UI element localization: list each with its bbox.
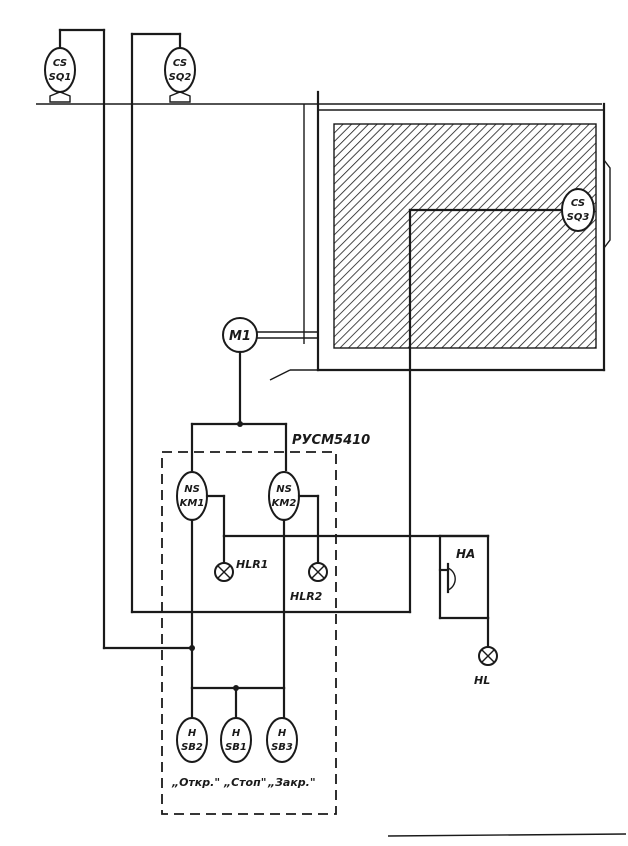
wire-button-bus <box>190 685 286 720</box>
contactor-km1: NS KM1 <box>176 471 208 690</box>
button-sb2-bottom: SB2 <box>181 742 203 753</box>
button-sb1: H SB1 „Стоп" <box>220 717 266 789</box>
sensor-sq1: CS SQ1 <box>44 28 106 650</box>
sensor-sq2-top: CS <box>173 58 187 69</box>
wire-lamp-bus <box>205 494 490 648</box>
sensor-sq1-bottom: SQ1 <box>49 72 72 83</box>
contactor-km2: NS KM2 <box>268 471 300 690</box>
contactor-km1-bottom: KM1 <box>180 498 205 509</box>
lamp-hl-label: HL <box>474 674 490 687</box>
sensor-sq2: CS SQ2 <box>130 32 196 614</box>
controller-box: РУСМ5410 <box>161 433 370 815</box>
motor-m1-label: M1 <box>229 329 251 344</box>
contactor-km2-bottom: KM2 <box>272 498 297 509</box>
button-sb3: H SB3 „Закр." <box>266 717 316 789</box>
sensor-sq3: CS SQ3 <box>408 188 595 614</box>
gate-body <box>269 90 611 381</box>
sensor-sq3-top: CS <box>571 198 585 209</box>
wire-motor-split <box>190 421 288 472</box>
contactor-km1-top: NS <box>184 484 200 495</box>
lamp-hl: HL <box>474 646 498 687</box>
button-sb2-top: H <box>188 728 197 739</box>
controller-label: РУСМ5410 <box>292 433 370 448</box>
button-sb3-bottom: SB3 <box>271 742 293 753</box>
button-sb3-top: H <box>278 728 287 739</box>
bell-ha-label: HA <box>456 547 475 561</box>
lamp-hlr2: HLR2 <box>290 562 328 603</box>
motor-m1: M1 <box>222 317 318 426</box>
bell-ha: HA <box>438 547 475 594</box>
lamp-hlr1-label: HLR1 <box>236 558 268 571</box>
gate-hatched-panel <box>334 124 596 348</box>
button-sb2-caption: „Откр." <box>171 776 220 789</box>
lamp-hlr1: HLR1 <box>214 558 268 582</box>
lamp-hlr2-label: HLR2 <box>290 590 323 603</box>
page-edge-line <box>387 833 627 837</box>
button-sb2: H SB2 „Откр." <box>171 717 220 789</box>
contactor-km2-top: NS <box>276 484 292 495</box>
button-sb1-caption: „Стоп" <box>223 776 266 789</box>
sensor-sq3-bottom: SQ3 <box>567 212 590 223</box>
sensor-sq1-top: CS <box>53 58 67 69</box>
sensor-sq2-bottom: SQ2 <box>169 72 192 83</box>
wire-bus-sq <box>102 610 412 651</box>
button-sb1-bottom: SB1 <box>225 742 247 753</box>
button-sb1-top: H <box>232 728 241 739</box>
button-sb3-caption: „Закр." <box>267 776 316 789</box>
